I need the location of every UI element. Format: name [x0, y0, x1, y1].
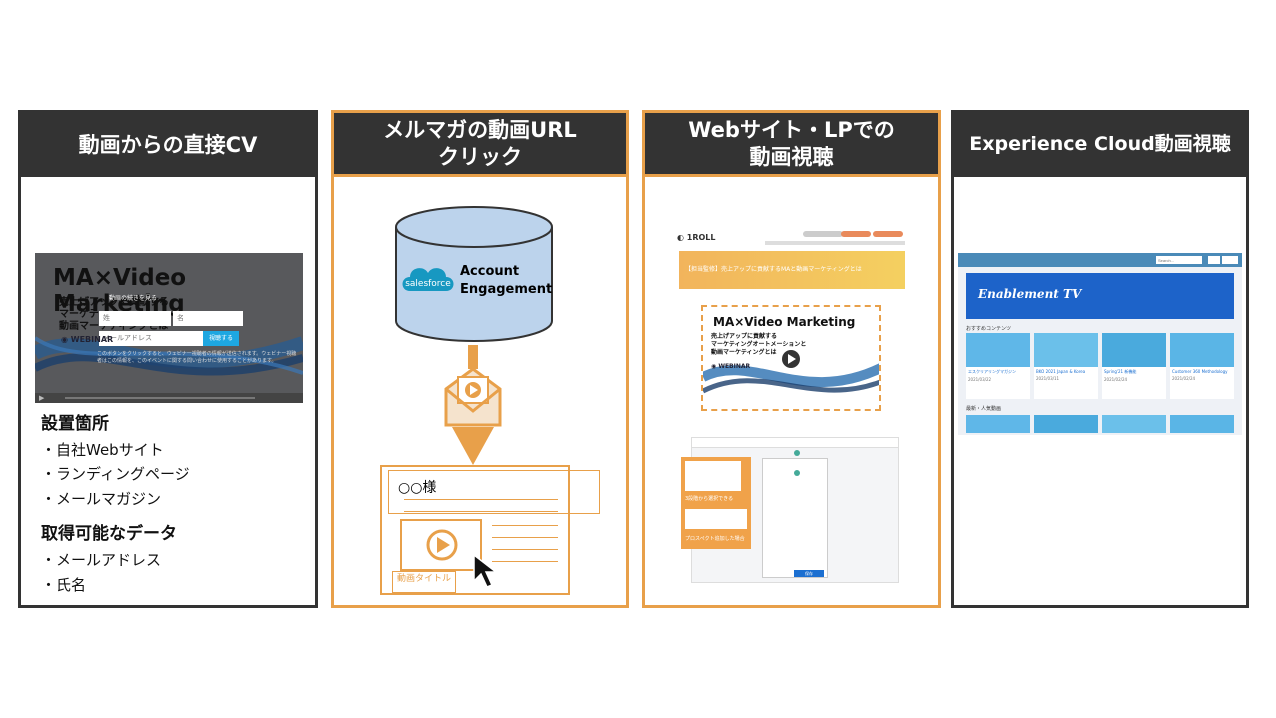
database-icon — [395, 206, 553, 342]
panel-website-view: Webサイト・LPでの動画視聴 ◐ 1ROLL 【担当監修】売上アップに貢献する… — [642, 110, 941, 608]
video-subtitle: 売上げアップに貢献する マーケテ 動画マーケティングとは — [59, 297, 169, 332]
data-item: ・メールアドレス — [41, 551, 162, 569]
wave-graphic — [35, 336, 303, 376]
content-card[interactable] — [1102, 415, 1166, 433]
cursor-icon — [473, 553, 499, 588]
site-nav-button[interactable] — [841, 231, 871, 237]
content-card[interactable]: BKO 2021 Japan & Korea 2021/03/11 — [1034, 333, 1098, 399]
save-button[interactable]: 保存 — [794, 570, 824, 577]
flow-panel — [762, 458, 828, 578]
search-input[interactable] — [1156, 256, 1202, 264]
play-icon[interactable]: ▶ — [39, 394, 45, 402]
email-video-icon — [444, 367, 502, 427]
video-title: MA×Video Marketing — [713, 315, 856, 329]
placement-item: ・メールマガジン — [41, 490, 162, 508]
placement-title: 設置箇所 — [41, 414, 109, 434]
site-banner: 【担当監修】売上アップに貢献するMAと動画マーケティングとは — [679, 251, 905, 289]
flow-callout: 3段階から選択できる プロスペクト追加した場合 — [681, 457, 751, 549]
webinar-logo: ◉ WEBINAR — [61, 335, 114, 344]
search-button[interactable] — [1208, 256, 1220, 264]
login-button[interactable] — [1222, 256, 1238, 264]
first-name-field[interactable] — [173, 311, 243, 326]
video-thumbnail[interactable] — [400, 519, 482, 571]
data-title: 取得可能なデータ — [41, 524, 177, 544]
portal-screenshot: Enablement TV おすすめコンテンツ エスクリアリングマガジン 202… — [958, 253, 1242, 435]
salesforce-logo: salesforce — [402, 268, 454, 291]
video-title-label: 動画タイトル — [392, 571, 456, 593]
placement-item: ・ランディングページ — [41, 465, 190, 483]
content-card[interactable] — [1170, 415, 1234, 433]
recipient-name: ○○様 — [398, 480, 437, 496]
content-card[interactable]: エスクリアリングマガジン 2021/03/22 — [966, 333, 1030, 399]
content-card[interactable] — [1034, 415, 1098, 433]
play-icon[interactable] — [402, 521, 480, 569]
video-player[interactable]: MA×Video Marketing 売上げアップに貢献する マーケテ 動画マー… — [35, 253, 303, 403]
content-card[interactable]: Customer 360 Methodology 2021/02/24 — [1170, 333, 1234, 399]
arrow-shaft — [468, 345, 478, 369]
placement-item: ・自社Webサイト — [41, 441, 164, 459]
email-mock: ○○様 動画タイトル — [380, 465, 600, 595]
panel-title: 動画からの直接CV — [21, 113, 315, 177]
portal-banner: Enablement TV — [966, 273, 1234, 319]
content-card[interactable]: Spring'21 新機能 2021/02/24 — [1102, 333, 1166, 399]
panel-direct-cv: 動画からの直接CV MA×Video Marketing 売上げアップに貢献する… — [18, 110, 318, 608]
content-card[interactable] — [966, 415, 1030, 433]
embedded-video[interactable]: MA×Video Marketing 売上げアップに貢献する マーケティングオー… — [701, 305, 881, 411]
webinar-logo: ◉ WEBINAR — [711, 363, 751, 370]
watch-button[interactable]: 視聴する — [203, 331, 239, 346]
video-subtitle: 売上げアップに貢献する マーケティングオートメーションと 動画マーケティングとは — [711, 333, 807, 356]
email-field[interactable] — [99, 331, 203, 346]
seek-bar[interactable] — [65, 397, 255, 399]
wave-graphic — [703, 363, 879, 394]
player-controls[interactable]: ▶ — [35, 393, 303, 403]
data-item: ・氏名 — [41, 576, 87, 594]
overlay-text: 動画の続きを見る — [109, 295, 158, 302]
panel-experience-cloud: Experience Cloud動画視聴 Enablement TV おすすめコ… — [951, 110, 1249, 608]
last-name-field[interactable] — [99, 311, 171, 326]
arrow-down-icon — [452, 427, 494, 465]
database-label: Account Engagement — [460, 264, 553, 297]
svg-text:salesforce: salesforce — [405, 279, 451, 289]
email-header-box — [388, 470, 600, 514]
site-nav[interactable] — [765, 241, 905, 245]
panel-title: Webサイト・LPでの動画視聴 — [645, 113, 938, 177]
form-description: このボタンをクリックすると、ウェビナー視聴者の情報が送信されます。ウェビナー視聴… — [97, 351, 297, 364]
site-nav-button[interactable] — [803, 231, 843, 237]
play-icon[interactable] — [781, 349, 801, 369]
site-nav-button[interactable] — [873, 231, 903, 237]
panel-title: Experience Cloud動画視聴 — [954, 113, 1246, 177]
site-logo: ◐ 1ROLL — [677, 233, 716, 242]
